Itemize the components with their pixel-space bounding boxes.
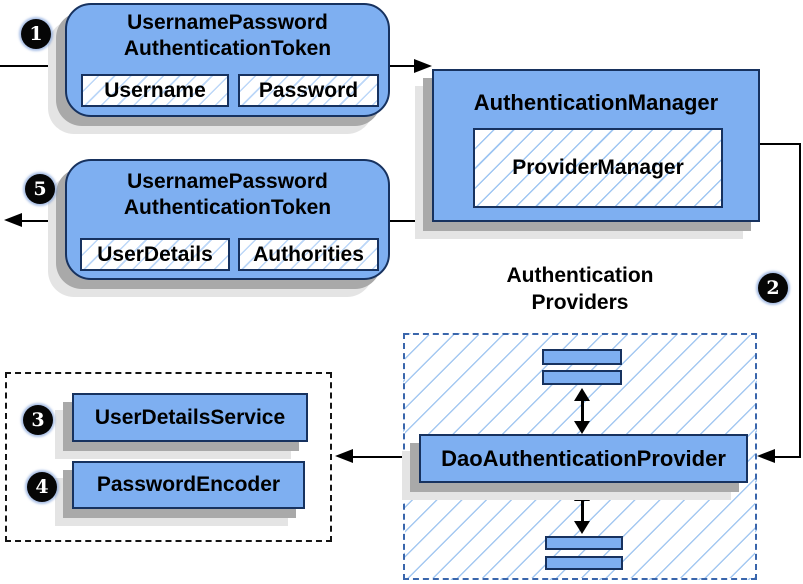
node-title: AuthenticationManager xyxy=(473,90,719,115)
label-authentication-providers: Authentication Providers xyxy=(455,262,705,316)
node-usernamepassword-token-request: UsernamePassword AuthenticationToken Use… xyxy=(65,3,390,117)
label-line1: Authentication xyxy=(506,264,654,287)
step-badge-1: 1 xyxy=(21,19,51,49)
provider-stack-bar xyxy=(545,536,623,550)
arrow-left-response xyxy=(4,213,22,227)
node-title-line1: UsernamePassword xyxy=(127,170,328,193)
connector-2-bottom xyxy=(775,456,801,458)
step-badge-4: 4 xyxy=(27,472,57,502)
arrow-left-into-daoprovider xyxy=(757,449,775,463)
arrow-down-icon xyxy=(574,421,590,434)
provider-stack-bar xyxy=(542,349,622,365)
field-userdetails: UserDetails xyxy=(80,238,230,271)
node-password-encoder: PasswordEncoder xyxy=(72,461,305,509)
connector-2-vertical xyxy=(799,143,801,458)
node-title: UsernamePassword AuthenticationToken xyxy=(67,169,388,221)
field-username: Username xyxy=(81,74,229,107)
arrow-up-icon xyxy=(574,488,590,501)
connector-2-top xyxy=(760,143,801,145)
field-authorities: Authorities xyxy=(238,238,379,271)
node-title-line2: AuthenticationToken xyxy=(123,196,332,219)
arrow-down-icon xyxy=(574,521,590,534)
double-arrow-top xyxy=(574,388,590,434)
step-badge-3: 3 xyxy=(23,405,53,435)
services-frame xyxy=(5,372,332,542)
provider-stack-bar xyxy=(542,370,622,385)
arrow-right-into-authmanager xyxy=(414,59,432,73)
double-arrow-bottom xyxy=(574,488,590,534)
step-badge-2: 2 xyxy=(758,273,788,303)
node-usernamepassword-token-response: UsernamePassword AuthenticationToken Use… xyxy=(65,159,390,280)
node-provider-manager: ProviderManager xyxy=(473,128,723,208)
arrow-left-into-services xyxy=(335,449,353,463)
double-arrow-shaft xyxy=(580,399,584,423)
node-authentication-manager: AuthenticationManager ProviderManager xyxy=(432,69,760,222)
node-user-details-service: UserDetailsService xyxy=(72,393,308,442)
node-title: UsernamePassword AuthenticationToken xyxy=(67,10,388,62)
step-badge-5: 5 xyxy=(25,174,55,204)
provider-stack-bar xyxy=(545,556,623,570)
label-line2: Providers xyxy=(531,291,629,314)
node-title-line1: UsernamePassword xyxy=(127,11,328,34)
field-password: Password xyxy=(238,74,379,107)
node-dao-authentication-provider: DaoAuthenticationProvider xyxy=(419,434,748,483)
connector-to-services xyxy=(352,456,424,458)
arrow-up-icon xyxy=(574,388,590,401)
double-arrow-shaft xyxy=(580,499,584,523)
node-title-line2: AuthenticationToken xyxy=(123,37,332,60)
